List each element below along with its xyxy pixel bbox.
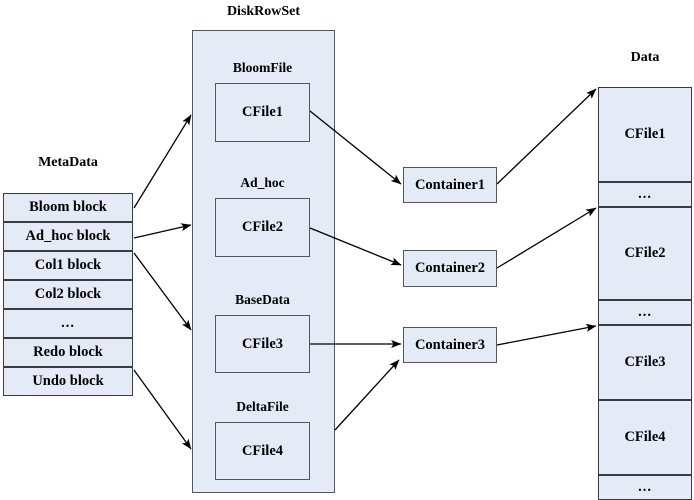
container-box-3[interactable]: Container3 bbox=[403, 327, 497, 363]
data-row[interactable]: CFile1 bbox=[598, 87, 692, 182]
data-row[interactable]: CFile3 bbox=[598, 325, 692, 400]
diskrowset-title: DiskRowSet bbox=[226, 4, 301, 19]
data-row: ... bbox=[598, 300, 692, 325]
cfile-box-basedata[interactable]: CFile3 bbox=[215, 315, 310, 373]
metadata-row[interactable]: Col2 block bbox=[3, 280, 133, 309]
metadata-title: MetaData bbox=[38, 155, 98, 170]
data-row: ... bbox=[598, 182, 692, 207]
metadata-row: ... bbox=[3, 309, 133, 338]
metadata-row[interactable]: Ad_hoc block bbox=[3, 222, 133, 251]
edge-container3-to-data-cfile3 bbox=[496, 323, 597, 346]
section-title-adhoc: Ad_hoc bbox=[240, 175, 285, 190]
data-row[interactable]: CFile4 bbox=[598, 400, 692, 475]
data-row: ... bbox=[598, 475, 692, 500]
edge-adhocblock-to-adhoc bbox=[133, 223, 192, 239]
data-row[interactable]: CFile2 bbox=[598, 207, 692, 300]
section-title-bloomfile: BloomFile bbox=[232, 60, 293, 75]
metadata-row[interactable]: Redo block bbox=[3, 338, 133, 367]
edge-container2-to-data-cfile2 bbox=[496, 207, 597, 269]
metadata-row[interactable]: Bloom block bbox=[3, 193, 133, 222]
section-title-basedata: BaseData bbox=[235, 292, 290, 307]
metadata-row[interactable]: Undo block bbox=[3, 367, 133, 396]
cfile-box-adhoc[interactable]: CFile2 bbox=[215, 198, 310, 257]
edge-redoblock-to-deltafile bbox=[133, 369, 192, 450]
data-title: Data bbox=[630, 50, 660, 65]
cfile-box-deltafile[interactable]: CFile4 bbox=[215, 422, 310, 480]
edge-bloomblock-to-bloomfile bbox=[133, 114, 192, 209]
section-title-deltafile: DeltaFile bbox=[236, 399, 289, 414]
edge-container1-to-data-cfile1 bbox=[496, 88, 597, 185]
cfile-box-bloomfile[interactable]: CFile1 bbox=[215, 83, 310, 142]
container-box-1[interactable]: Container1 bbox=[403, 167, 497, 203]
edge-cfile4-to-container3 bbox=[334, 359, 400, 431]
container-box-2[interactable]: Container2 bbox=[403, 250, 497, 287]
edge-col1block-to-basedata bbox=[133, 252, 192, 331]
metadata-row[interactable]: Col1 block bbox=[3, 251, 133, 280]
